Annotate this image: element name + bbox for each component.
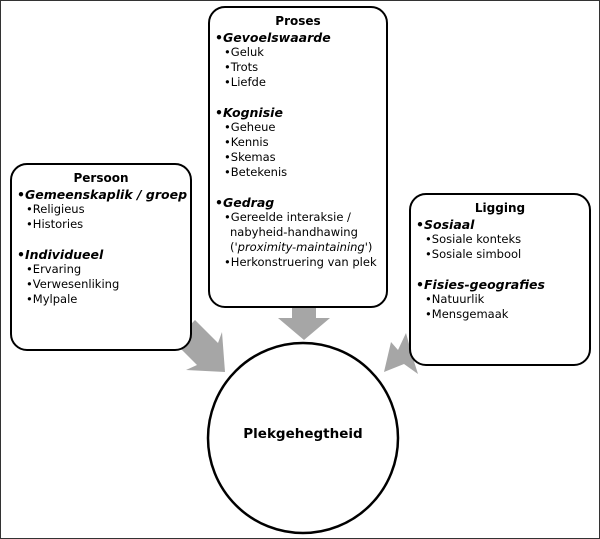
- list-item: •Liefde: [224, 75, 266, 89]
- list-item: •Kennis: [224, 135, 269, 149]
- list-item: •Verwesenliking: [26, 277, 120, 291]
- list-item: •Ervaring: [26, 262, 82, 276]
- list-item: •Trots: [224, 60, 259, 74]
- center-label: Plekgehegtheid: [243, 426, 363, 442]
- proses-gedrag-list: •Gereelde interaksie / nabyheid-handhawi…: [210, 210, 386, 270]
- ligging-box: Ligging •Sosiaal •Sosiale konteks •Sosia…: [409, 193, 591, 366]
- list-item: •Sosiale konteks: [425, 232, 522, 246]
- list-item: •Natuurlik: [425, 292, 485, 306]
- list-item: •Betekenis: [224, 165, 288, 179]
- center-circle: [206, 341, 400, 535]
- ligging-category-fisies-geografies: •Fisies-geografies: [416, 277, 545, 292]
- persoon-title: Persoon: [73, 171, 129, 185]
- ligging-fisies-list: •Natuurlik •Mensgemaak: [411, 292, 589, 322]
- proses-kognisie-list: •Geheue •Kennis •Skemas •Betekenis: [210, 120, 386, 180]
- arrow-proses-to-center: [278, 308, 330, 340]
- ligging-sosiaal-list: •Sosiale konteks •Sosiale simbool: [411, 232, 589, 262]
- list-item: •Mensgemaak: [425, 307, 509, 321]
- persoon-box: Persoon •Gemeenskaplik / groep •Religieu…: [10, 163, 192, 351]
- proses-category-kognisie: •Kognisie: [215, 105, 283, 120]
- persoon-gemeenskaplik-list: •Religieus •Histories: [12, 202, 190, 232]
- arrow-ligging-to-center: [384, 333, 418, 374]
- list-item: •Mylpale: [26, 292, 78, 306]
- proses-title: Proses: [275, 14, 321, 28]
- ligging-title: Ligging: [474, 201, 526, 215]
- list-item: •Gereelde interaksie / nabyheid-handhawi…: [224, 210, 373, 254]
- proses-box: Proses •Gevoelswaarde •Geluk •Trots •Lie…: [208, 6, 388, 308]
- proses-gevoelswaarde-list: •Geluk •Trots •Liefde: [210, 45, 386, 90]
- list-item: •Geluk: [224, 45, 264, 59]
- proses-category-gevoelswaarde: •Gevoelswaarde: [215, 30, 331, 45]
- list-item: •Herkonstruering van plek: [224, 255, 377, 269]
- persoon-individueel-list: •Ervaring •Verwesenliking •Mylpale: [12, 262, 190, 307]
- list-item: •Religieus: [26, 202, 85, 216]
- ligging-category-sosiaal: •Sosiaal: [416, 217, 475, 232]
- list-item: •Geheue: [224, 120, 276, 134]
- list-item: •Skemas: [224, 150, 276, 164]
- list-item: •Histories: [26, 217, 84, 231]
- persoon-category-individueel: •Individueel: [17, 247, 104, 262]
- list-item: •Sosiale simbool: [425, 247, 522, 261]
- proses-category-gedrag: •Gedrag: [215, 195, 275, 210]
- persoon-category-gemeenskaplik: •Gemeenskaplik / groep: [17, 187, 188, 202]
